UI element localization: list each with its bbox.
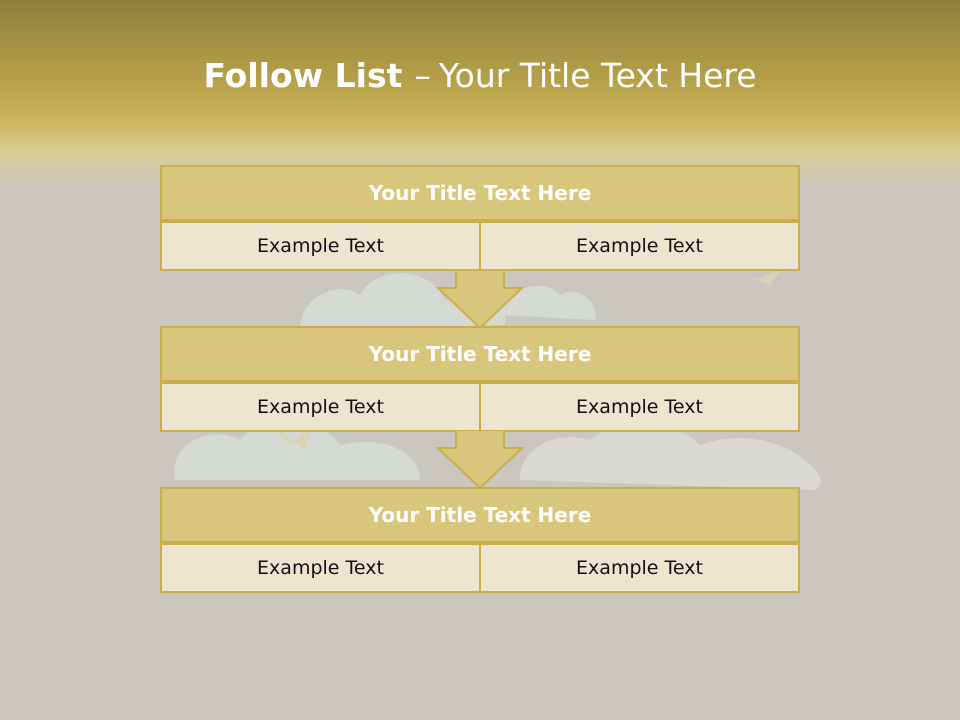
title-rest: Your Title Text Here	[438, 56, 757, 95]
block-left-text: Example Text	[160, 543, 481, 593]
title-separator: –	[414, 56, 431, 95]
list-block-1: Your Title Text Here Example Text Exampl…	[160, 165, 800, 271]
block-right-text: Example Text	[479, 382, 800, 432]
title-bold: Follow List	[203, 56, 403, 95]
block-left-text: Example Text	[160, 221, 481, 271]
block-title: Your Title Text Here	[160, 487, 800, 543]
down-arrow-icon	[436, 430, 524, 490]
block-title: Your Title Text Here	[160, 326, 800, 382]
block-left-text: Example Text	[160, 382, 481, 432]
list-block-2: Your Title Text Here Example Text Exampl…	[160, 326, 800, 432]
header-band	[0, 0, 960, 190]
down-arrow-icon	[436, 270, 524, 330]
block-right-text: Example Text	[479, 221, 800, 271]
list-block-3: Your Title Text Here Example Text Exampl…	[160, 487, 800, 593]
block-title: Your Title Text Here	[160, 165, 800, 221]
slide-title: Follow List–Your Title Text Here	[0, 56, 960, 95]
block-right-text: Example Text	[479, 543, 800, 593]
